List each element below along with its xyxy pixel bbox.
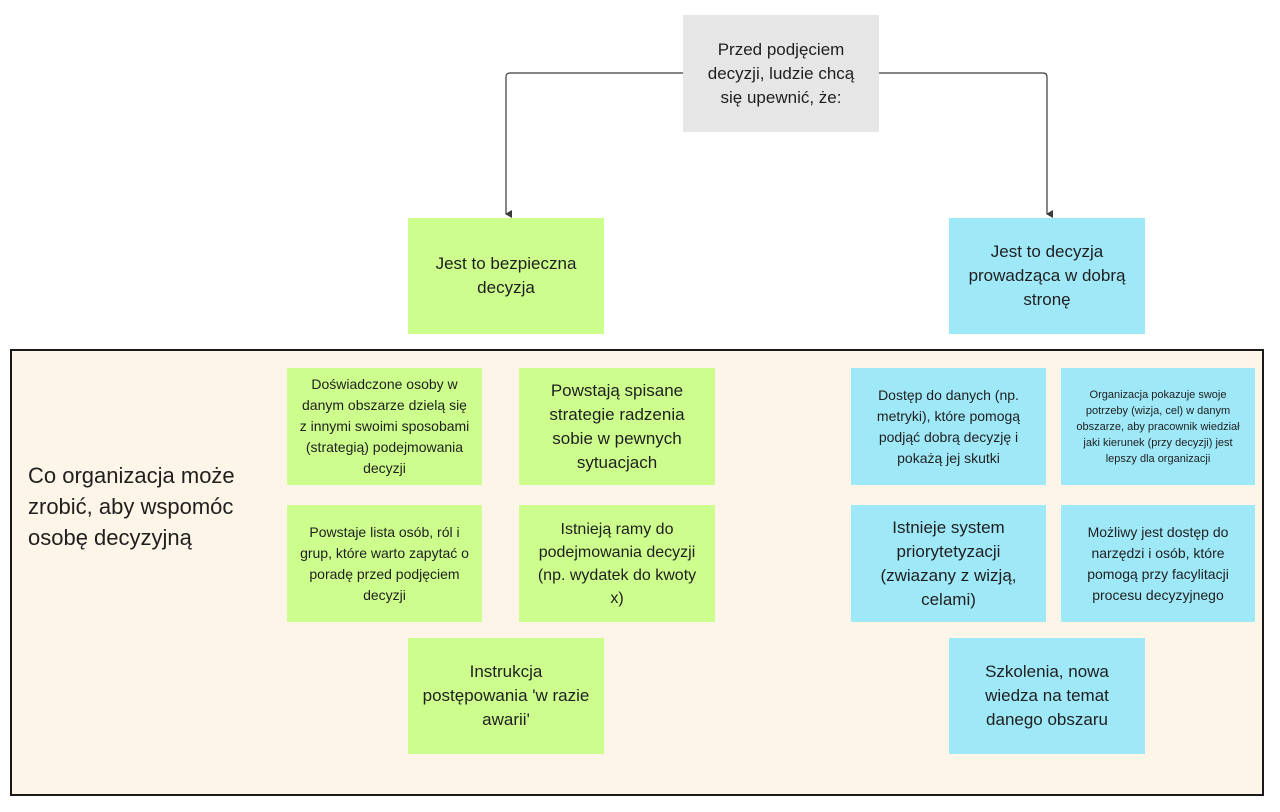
branch-good-direction: Jest to decyzja prowadząca w dobrą stron… [949,218,1145,334]
note-prioritization-system: Istnieje system priorytetyzacji (zwiazan… [851,505,1046,622]
branch-safe-decision: Jest to bezpieczna decyzja [408,218,604,334]
connector-root-to-right [879,72,1053,218]
root-note: Przed podjęciem decyzji, ludzie chcą się… [683,15,879,132]
note-tools-access: Możliwy jest dostęp do narzędzi i osób, … [1061,505,1255,622]
root-note-text: Przed podjęciem decyzji, ludzie chcą się… [707,39,855,107]
note-advice-list-text: Powstaje lista osób, ról i grup, które w… [300,523,469,603]
note-decision-frames-text: Istnieją ramy do podejmowania decyzji (n… [537,520,697,607]
note-organization-needs-text: Organizacja pokazuje swoje potrzeby (wiz… [1076,388,1240,465]
note-decision-frames: Istnieją ramy do podejmowania decyzji (n… [519,505,715,622]
note-training-text: Szkolenia, nowa wiedza na temat danego o… [985,662,1109,729]
note-advice-list: Powstaje lista osób, ról i grup, które w… [287,505,482,622]
branch-safe-decision-text: Jest to bezpieczna decyzja [435,254,577,297]
note-training: Szkolenia, nowa wiedza na temat danego o… [949,638,1145,754]
note-data-access: Dostęp do danych (np. metryki), które po… [851,368,1046,485]
panel-label: Co organizacja może zrobić, aby wspomóc … [28,463,235,550]
note-experienced-share: Doświadczone osoby w danym obszarze dzie… [287,368,482,485]
note-written-strategies-text: Powstają spisane strategie radzenia sobi… [549,380,685,472]
note-written-strategies: Powstają spisane strategie radzenia sobi… [519,368,715,485]
note-prioritization-system-text: Istnieje system priorytetyzacji (zwiazan… [880,517,1017,609]
branch-good-direction-text: Jest to decyzja prowadząca w dobrą stron… [968,242,1126,309]
note-organization-needs: Organizacja pokazuje swoje potrzeby (wiz… [1061,368,1255,485]
note-data-access-text: Dostęp do danych (np. metryki), które po… [876,386,1021,466]
connector-root-to-left [505,72,683,218]
note-emergency-instructions: Instrukcja postępowania 'w razie awarii' [408,638,604,754]
note-experienced-share-text: Doświadczone osoby w danym obszarze dzie… [299,376,470,476]
note-tools-access-text: Możliwy jest dostęp do narzędzi i osób, … [1087,523,1229,603]
note-emergency-instructions-text: Instrukcja postępowania 'w razie awarii' [422,662,590,729]
